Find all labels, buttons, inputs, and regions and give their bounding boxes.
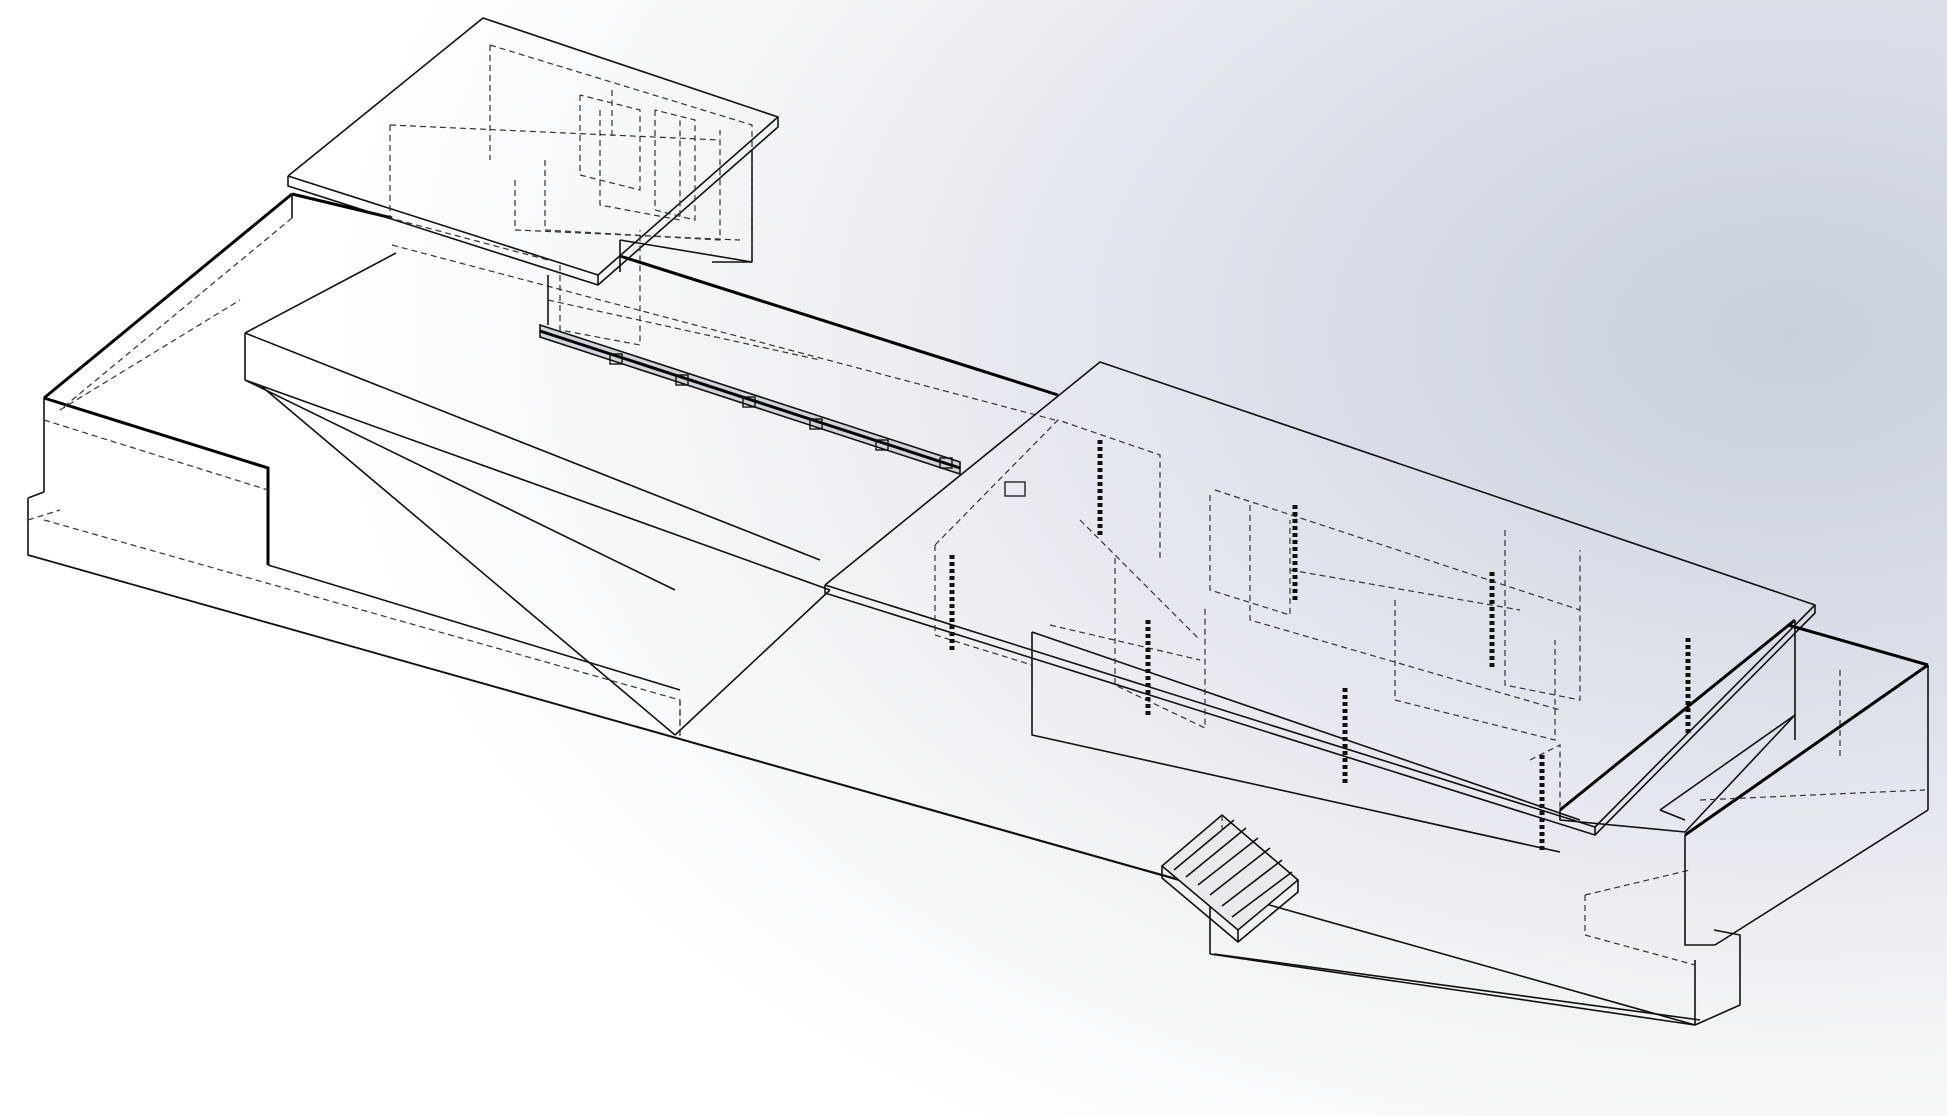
steel-columns	[949, 440, 1691, 850]
main-roof-slab	[824, 361, 1816, 836]
pool	[244, 252, 831, 740]
left-terrace-wall	[43, 192, 681, 691]
main-glass-enclosure	[934, 419, 1696, 966]
office-volume	[389, 44, 821, 361]
upper-roof-slab	[287, 17, 779, 286]
right-terrace-wall	[1559, 618, 1929, 946]
bench-rail	[539, 323, 1026, 497]
back-wall	[291, 192, 1059, 421]
entrance-steps	[1160, 813, 1300, 943]
